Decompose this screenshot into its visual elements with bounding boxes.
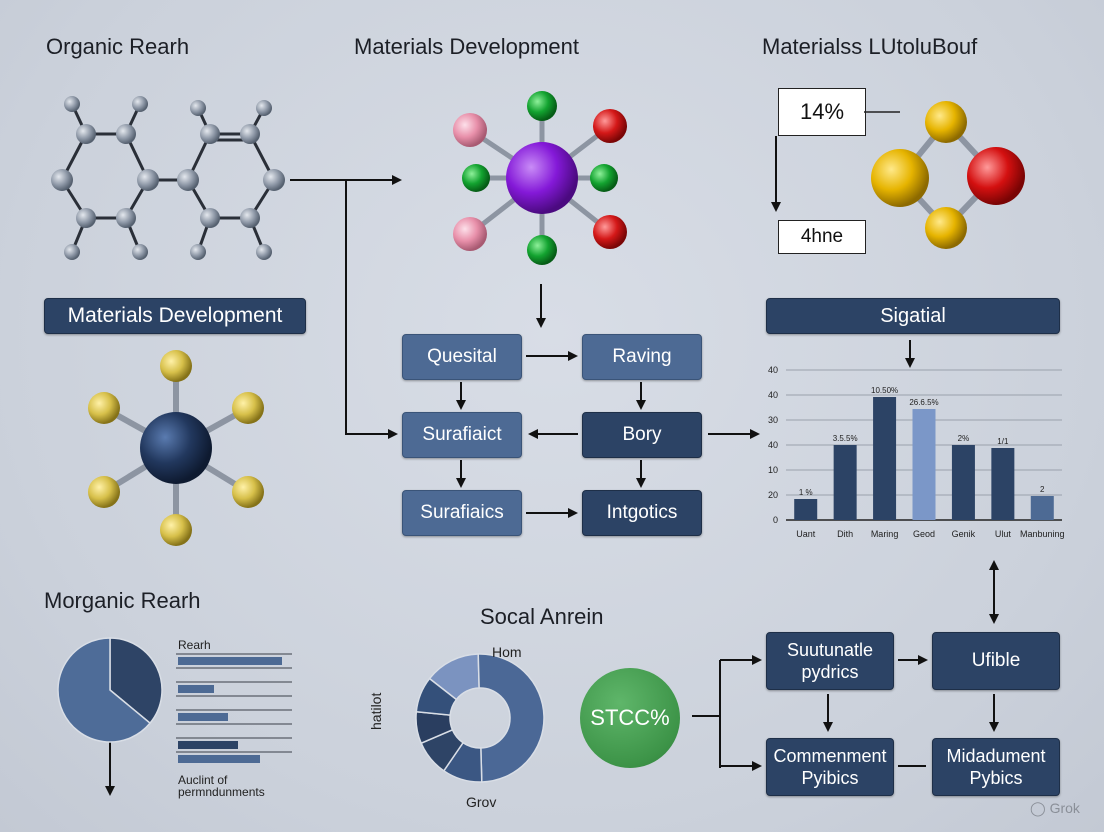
bar-list-bar [178,657,282,665]
chart-slice [57,637,152,743]
donut-chart [415,653,545,783]
y-tick-label: 30 [768,415,778,425]
bar [833,445,857,520]
flow-box-midadument: Midadument Pybics [932,738,1060,796]
donut-left-label: hatilot [368,692,384,730]
flow-box-raving: Raving [582,334,702,380]
materials-top-title: Materials Development [354,34,579,59]
bar-list [176,653,292,763]
signal-box: Sigatial [766,298,1060,334]
grok-watermark-text: Grok [1049,800,1080,816]
x-tick-label: Manbuning [1020,529,1065,539]
chart-slice [477,653,545,783]
pie-chart [57,637,163,743]
bar [873,397,897,520]
stcc-circle: STCC% [580,668,680,768]
bar-data-label: 10.50% [871,386,898,395]
bar-data-label: 2% [958,434,970,443]
chart-bars: 1 % 3.5.5% 10.50% 26.6.5% 2% 1/1 2 [794,386,1054,520]
arrow-organic-to-surfaiact [345,180,398,439]
bar [912,409,936,520]
bar-list-bar [178,685,214,693]
social-title: Socal Anrein [480,604,604,629]
flow-box-commenment: Commenment Pyibics [766,738,894,796]
donut-top-label: Hom [492,644,522,660]
flow-box-intgotics: Intgotics [582,490,702,536]
chart-slice [415,677,458,716]
flow-box-bory: Bory [582,412,702,458]
materials-molecule [453,91,627,265]
y-tick-label: 10 [768,465,778,475]
donut-bottom-label: Grov [466,794,497,810]
bar-data-label: 3.5.5% [833,434,858,443]
flow-box-ufible: Ufible [932,632,1060,690]
percent-callout: 14% [778,88,866,136]
flow-box-questial: Quesital [402,334,522,380]
materials-right-title: Materialss LUtoluBouf [762,34,978,59]
word-callout: 4hne [778,220,866,254]
callout-molecule [864,101,1025,249]
bar-data-label: 26.6.5% [909,398,938,407]
x-tick-label: Dith [837,529,853,539]
x-tick-label: Maring [871,529,899,539]
bar [794,499,818,520]
y-tick-label: 40 [768,365,778,375]
x-tick-label: Genik [952,529,976,539]
bar-list-bar [178,741,238,749]
x-tick-label: Geod [913,529,935,539]
bar [991,448,1015,520]
flow-box-surfaiacs: Surafiaics [402,490,522,536]
bar-data-label: 2 [1040,485,1045,494]
bar-data-label: 1/1 [997,437,1009,446]
organic-molecule [51,96,285,260]
chart-slice [109,637,163,725]
flow-box-surfaiact: Surafiaict [402,412,522,458]
bar-list-heading: Rearh [178,638,211,652]
bar-list-bar [178,713,228,721]
bar-list-footer: Auclint of permndunments [178,773,265,799]
y-tick-label: 40 [768,390,778,400]
bar-data-label: 1 % [799,488,813,497]
bar-list-bar [178,755,260,763]
navy-molecule [88,350,264,546]
y-tick-label: 20 [768,490,778,500]
bar [1030,496,1054,520]
materials-left-box: Materials Development [44,298,306,334]
grok-logo-icon: ◯ [1030,800,1046,816]
morganic-title: Morganic Rearh [44,588,201,613]
bar [951,445,975,520]
grok-watermark: ◯ Grok [1030,800,1080,817]
y-tick-label: 0 [773,515,778,525]
y-tick-label: 40 [768,440,778,450]
x-tick-label: Ulut [995,529,1012,539]
organic-top-title: Organic Rearh [46,34,190,59]
x-tick-label: Uant [796,529,816,539]
flow-box-sustainable: Suutunatle pydrics [766,632,894,690]
